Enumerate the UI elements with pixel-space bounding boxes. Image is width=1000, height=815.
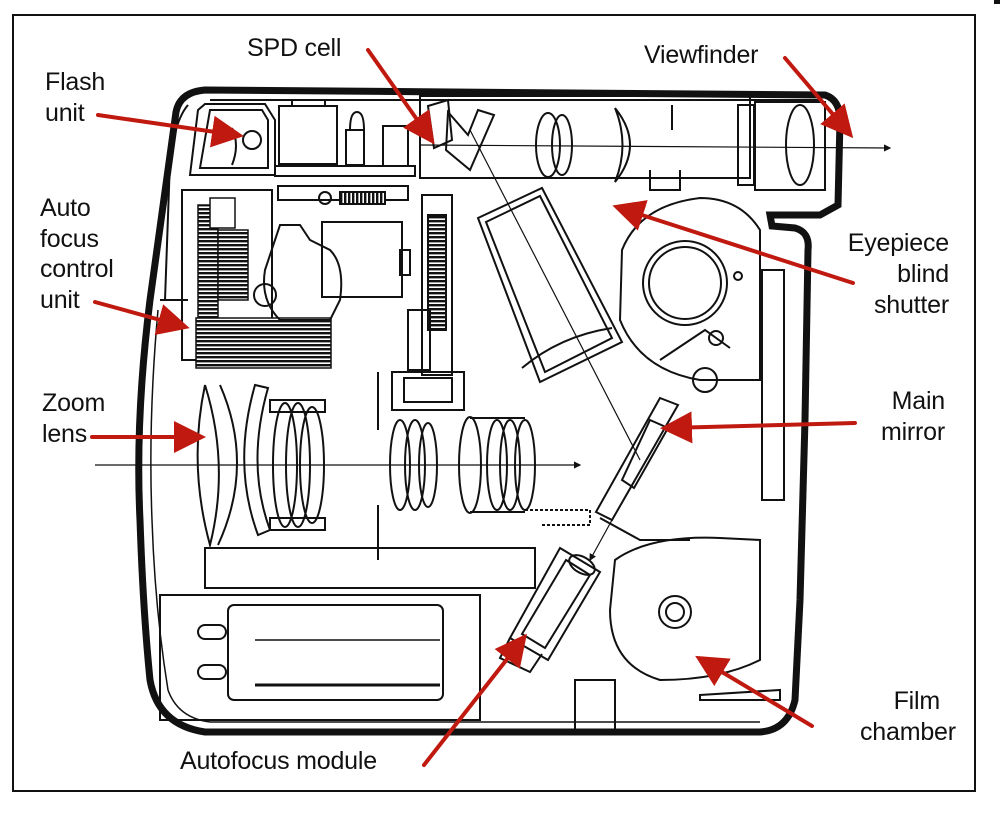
arrow-autofocus-module: [422, 633, 527, 767]
battery-compartment: [159, 547, 536, 721]
arrow-eyepiece-blind-shutter: [612, 200, 855, 285]
arrow-viewfinder: [783, 56, 854, 139]
arrow-film-chamber: [695, 655, 814, 728]
callout-arrows: [90, 48, 857, 767]
autofocus-module-part: [498, 546, 602, 674]
autofocus-control-unit-part: [181, 189, 332, 369]
label-autofocus-control-unit: Auto focus control unit: [40, 194, 114, 314]
spd-cell-part: [419, 95, 751, 179]
viewfinder-optics: [535, 101, 826, 191]
light-path-to-af-module: [589, 519, 613, 562]
label-flash-unit: Flash unit: [45, 68, 106, 127]
arrow-spd-cell: [366, 48, 435, 145]
arrow-autofocus-control-unit: [93, 300, 190, 336]
body-outline: [135, 86, 844, 736]
label-main-mirror: Main mirror: [880, 387, 945, 446]
film-chamber-part: [574, 536, 781, 733]
label-spd-cell: SPD cell: [247, 34, 342, 62]
optical-axes: [95, 129, 892, 562]
arrow-main-mirror: [660, 411, 857, 444]
viewfinder-optical-axis: [419, 144, 892, 152]
corner-mark: [994, 0, 1000, 4]
label-viewfinder: Viewfinder: [644, 41, 759, 69]
motor-and-gears: [253, 194, 453, 376]
light-path-to-prism: [469, 129, 641, 461]
main-mirror-part: [594, 396, 690, 541]
label-eyepiece-blind-shutter: Eyepiece blind shutter: [847, 229, 949, 319]
condenser-block: [476, 186, 624, 384]
flash-unit-part: [188, 103, 276, 176]
label-film-chamber: Film chamber: [860, 687, 956, 746]
arrow-flash-unit: [96, 113, 244, 148]
figure-border: [12, 14, 976, 792]
camera-body-shell: [135, 86, 844, 736]
zoom-lens-part: [196, 371, 591, 560]
label-autofocus-module: Autofocus module: [180, 747, 377, 775]
top-electronics: [274, 99, 416, 205]
label-zoom-lens: Zoom lens: [42, 389, 106, 448]
shutter-mechanism: [618, 196, 785, 501]
